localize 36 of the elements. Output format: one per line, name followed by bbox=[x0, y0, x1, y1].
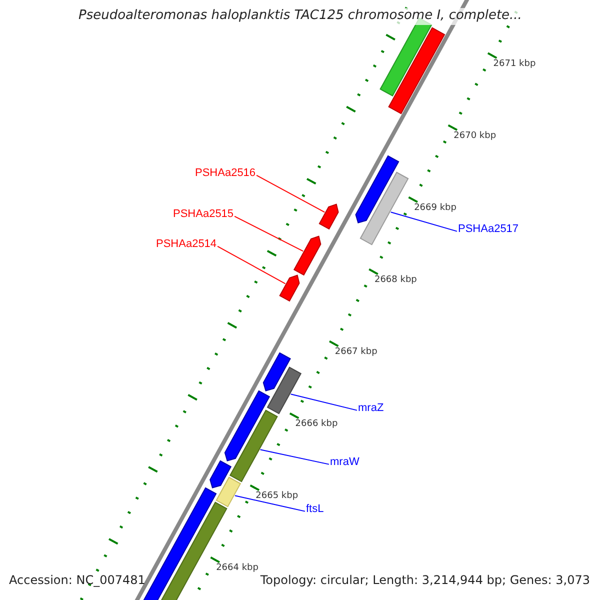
scale-label: 2668 kbp bbox=[374, 274, 417, 285]
gene-feature bbox=[224, 390, 270, 462]
gene-label: PSHAa2514 bbox=[156, 238, 217, 251]
scale-label: 2671 kbp bbox=[493, 58, 536, 69]
gene-label: mraZ bbox=[358, 402, 384, 415]
footer-text: Accession: NC_007481 bbox=[9, 574, 146, 588]
gene-feature bbox=[318, 204, 339, 230]
leader-line bbox=[217, 246, 286, 284]
gene-label: ftsL bbox=[306, 503, 324, 516]
scale-label: 2667 kbp bbox=[334, 346, 378, 358]
gene-feature bbox=[355, 155, 400, 224]
leader-line bbox=[290, 394, 358, 411]
leader-line bbox=[390, 212, 458, 232]
gene-feature bbox=[216, 476, 242, 508]
gene-feature bbox=[279, 274, 300, 302]
gene-feature bbox=[266, 366, 302, 414]
gene-feature bbox=[229, 410, 278, 482]
leader-line bbox=[260, 449, 330, 465]
leader-line bbox=[256, 174, 326, 213]
gene-feature bbox=[262, 352, 291, 392]
leader-line bbox=[234, 216, 304, 252]
gene-label: mraW bbox=[330, 456, 360, 469]
footer-text: Topology: circular; Length: 3,214,944 bp; Genes: 3,073 bbox=[260, 574, 590, 588]
scale-label: 2664 kbp bbox=[216, 562, 258, 574]
gene-label: PSHAa2516 bbox=[195, 167, 256, 180]
gene-feature bbox=[388, 27, 446, 114]
leader-line bbox=[234, 495, 306, 512]
gene-feature bbox=[360, 172, 409, 246]
scale-label: 2665 kbp bbox=[256, 490, 298, 502]
scale-label: 2670 kbp bbox=[454, 130, 496, 141]
gene-label: PSHAa2517 bbox=[458, 223, 519, 236]
scale-label: 2669 kbp bbox=[414, 202, 456, 213]
gene-feature bbox=[210, 460, 232, 488]
scale-label: 2666 kbp bbox=[295, 418, 338, 430]
gene-label: PSHAa2515 bbox=[173, 208, 234, 221]
gene-feature bbox=[293, 236, 322, 276]
